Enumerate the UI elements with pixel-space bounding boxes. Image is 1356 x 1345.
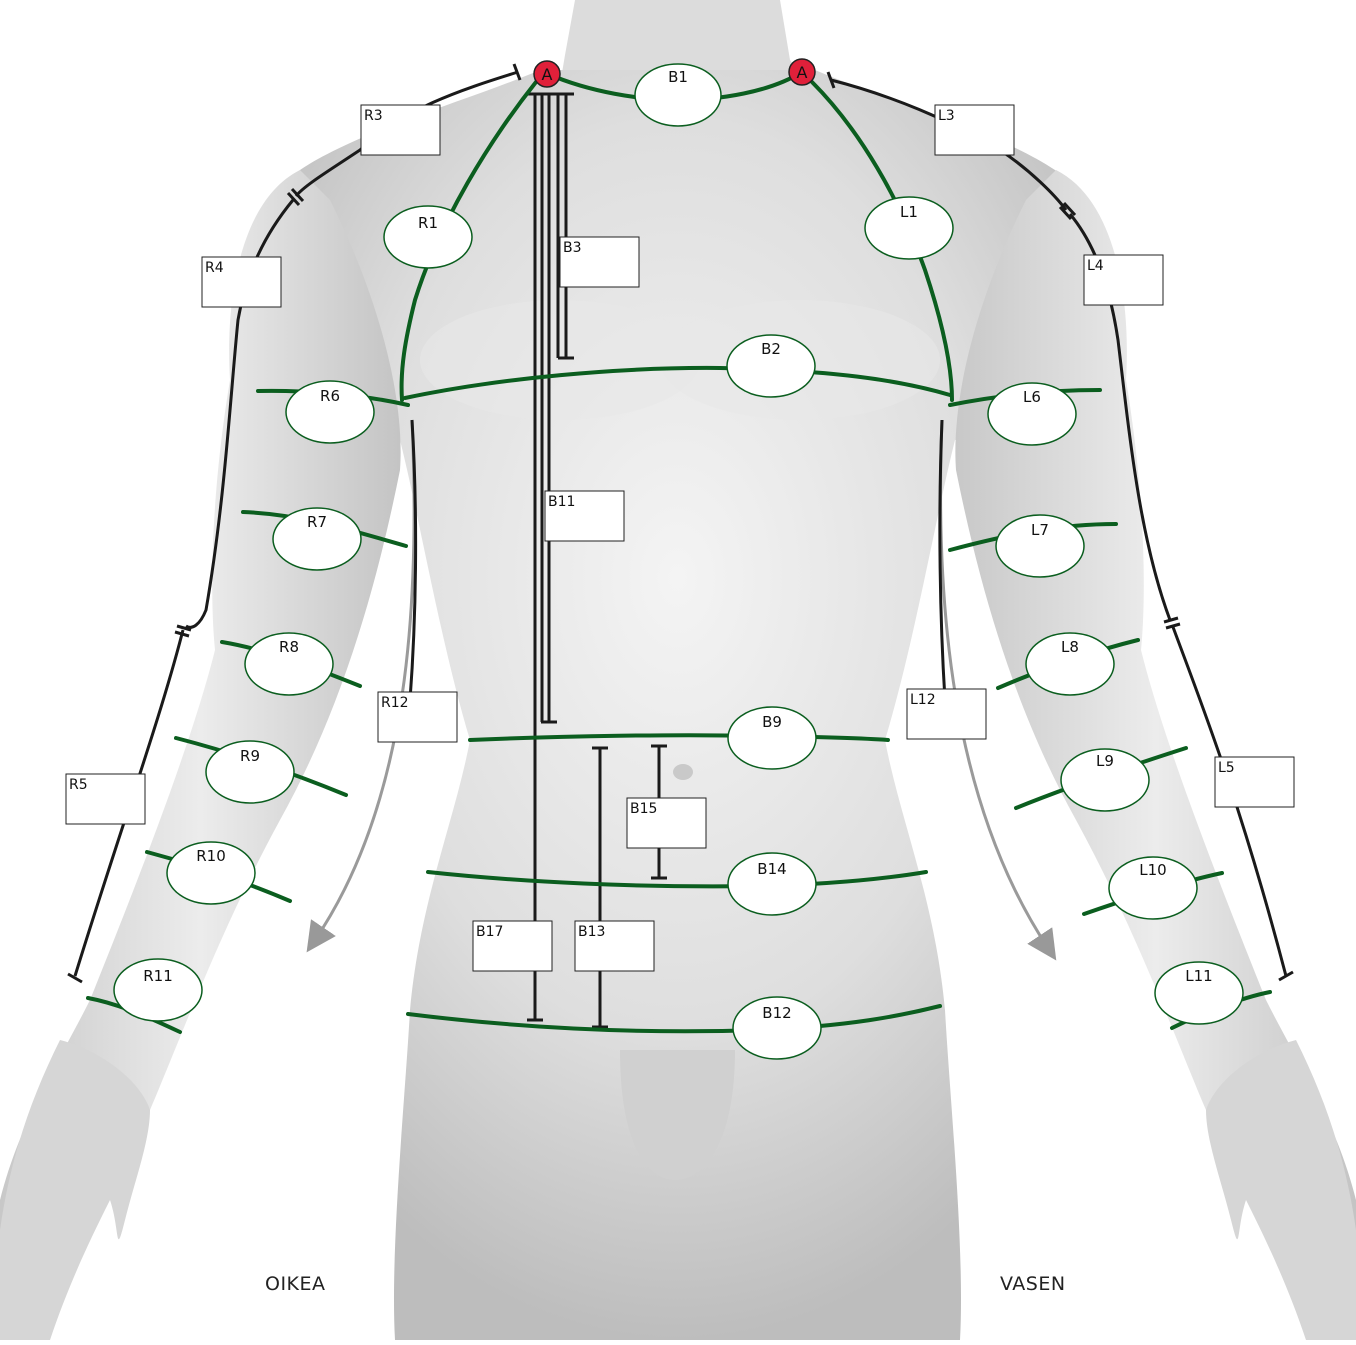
oval-b12[interactable]: B12	[733, 997, 821, 1059]
box-b15-label: B15	[630, 801, 657, 817]
oval-l6[interactable]: L6	[988, 383, 1076, 445]
box-r12[interactable]: R12	[378, 692, 457, 742]
oval-l1[interactable]: L1	[865, 197, 953, 259]
box-r5[interactable]: R5	[66, 774, 145, 824]
box-l3[interactable]: L3	[935, 105, 1014, 155]
l5-tick-a	[1164, 618, 1178, 622]
oval-b9[interactable]: B9	[728, 707, 816, 769]
box-l5-label: L5	[1218, 760, 1235, 776]
oval-l8-label: L8	[1061, 638, 1079, 656]
anchor-label: A	[797, 63, 808, 82]
oval-b1-label: B1	[668, 68, 688, 86]
navel	[673, 764, 693, 780]
box-b3-label: B3	[563, 240, 582, 256]
oval-r8[interactable]: R8	[245, 633, 333, 695]
box-r3-label: R3	[364, 108, 383, 124]
oval-r11-label: R11	[143, 967, 173, 985]
oval-r1-label: R1	[418, 214, 438, 232]
oval-l7[interactable]: L7	[996, 515, 1084, 577]
box-b3[interactable]: B3	[560, 237, 639, 287]
oval-l9[interactable]: L9	[1061, 749, 1149, 811]
oval-r6-label: R6	[320, 387, 340, 405]
box-r3[interactable]: R3	[361, 105, 440, 155]
oval-r6[interactable]: R6	[286, 381, 374, 443]
box-b17-label: B17	[476, 924, 503, 940]
oval-b14-label: B14	[757, 860, 786, 878]
box-r5-label: R5	[69, 777, 88, 793]
oval-l9-label: L9	[1096, 752, 1114, 770]
box-r12-label: R12	[381, 695, 409, 711]
oval-r10[interactable]: R10	[167, 842, 255, 904]
oval-r8-label: R8	[279, 638, 299, 656]
oval-b2[interactable]: B2	[727, 335, 815, 397]
oval-l11[interactable]: L11	[1155, 962, 1243, 1024]
box-b17[interactable]: B17	[473, 921, 552, 971]
chest-shade	[420, 300, 700, 420]
box-r4[interactable]: R4	[202, 257, 281, 307]
oval-l6-label: L6	[1023, 388, 1041, 406]
oval-b1[interactable]: B1	[635, 64, 721, 126]
oval-r7-label: R7	[307, 513, 327, 531]
oval-l10-label: L10	[1139, 861, 1166, 879]
oval-r9[interactable]: R9	[206, 741, 294, 803]
side-label-left: VASEN	[1000, 1273, 1066, 1295]
oval-r10-label: R10	[196, 847, 226, 865]
right-hand	[0, 1040, 150, 1340]
anchor-left: A	[789, 59, 815, 85]
box-b11-label: B11	[548, 494, 575, 510]
box-l3-label: L3	[938, 108, 955, 124]
oval-b14[interactable]: B14	[728, 853, 816, 915]
box-b13[interactable]: B13	[575, 921, 654, 971]
oval-l11-label: L11	[1185, 967, 1212, 985]
oval-b2-label: B2	[761, 340, 781, 358]
anchor-label: A	[542, 65, 553, 84]
box-b15[interactable]: B15	[627, 798, 706, 848]
oval-l10[interactable]: L10	[1109, 857, 1197, 919]
side-label-right: OIKEA	[265, 1273, 326, 1295]
oval-r9-label: R9	[240, 747, 260, 765]
box-b13-label: B13	[578, 924, 605, 940]
oval-r7[interactable]: R7	[273, 508, 361, 570]
oval-b9-label: B9	[762, 713, 782, 731]
box-l5[interactable]: L5	[1215, 757, 1294, 807]
oval-l8[interactable]: L8	[1026, 633, 1114, 695]
left-hand	[1206, 1040, 1356, 1340]
l5-tick-b	[1166, 624, 1180, 628]
oval-r1[interactable]: R1	[384, 206, 472, 268]
oval-r11[interactable]: R11	[114, 959, 202, 1021]
oval-l1-label: L1	[900, 203, 918, 221]
oval-l7-label: L7	[1031, 521, 1049, 539]
box-b11[interactable]: B11	[545, 491, 624, 541]
box-l12-label: L12	[910, 692, 936, 708]
box-l12[interactable]: L12	[907, 689, 986, 739]
box-r4-label: R4	[205, 260, 224, 276]
r5-tick-b	[175, 632, 189, 636]
box-l4[interactable]: L4	[1084, 255, 1163, 305]
box-l4-label: L4	[1087, 258, 1104, 274]
anchor-right: A	[534, 61, 560, 87]
oval-b12-label: B12	[762, 1004, 791, 1022]
